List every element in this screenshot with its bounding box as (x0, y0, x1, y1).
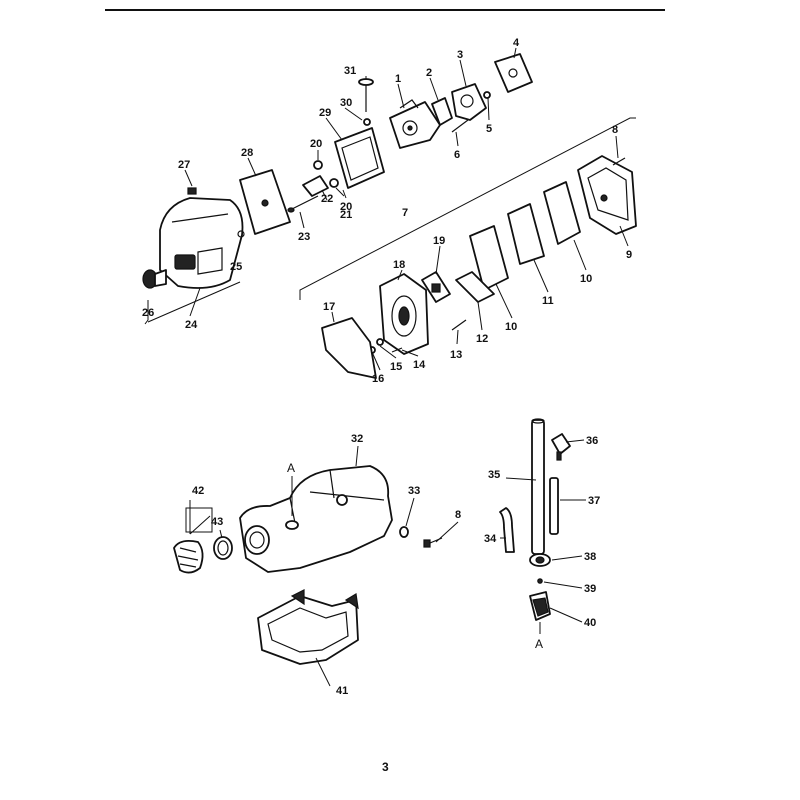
grommet-38 (529, 553, 551, 567)
callout-25: 25 (230, 261, 242, 273)
callout-21: 21 (340, 209, 352, 221)
gasket-10-left (469, 225, 509, 291)
callout-10-left: 10 (505, 321, 517, 333)
callout-27: 27 (178, 159, 190, 171)
nut-5 (483, 91, 491, 99)
callout-23: 23 (298, 231, 310, 243)
callout-1: 1 (395, 73, 401, 85)
callout-8-lower: 8 (455, 509, 461, 521)
callout-36: 36 (586, 435, 598, 447)
cover-knob (142, 269, 167, 289)
gasket-10-right (543, 181, 581, 245)
callout-4: 4 (513, 37, 520, 49)
intake-gasket (494, 53, 533, 93)
muffler-group-bracket (299, 117, 636, 300)
carburetor (389, 99, 441, 149)
callout-37: 37 (588, 495, 600, 507)
washer-33 (399, 526, 409, 538)
ref-a-tank: A (287, 461, 295, 475)
callout-6: 6 (454, 149, 460, 161)
ref-a-filter: A (535, 637, 543, 651)
callout-7: 7 (402, 207, 408, 219)
fuel-cap (173, 539, 204, 574)
callout-19: 19 (433, 235, 445, 247)
callout-35: 35 (488, 469, 500, 481)
callout-20-upper: 20 (310, 138, 322, 150)
bolt-8-top (612, 157, 626, 166)
fuel-pipe (531, 418, 545, 555)
muffler-cover (577, 155, 637, 235)
callout-26: 26 (142, 307, 154, 319)
callout-9: 9 (626, 249, 632, 261)
callout-17: 17 (323, 301, 335, 313)
plate-12 (455, 271, 495, 303)
callout-29: 29 (319, 107, 331, 119)
callout-28: 28 (241, 147, 253, 159)
bolt-13 (451, 319, 467, 331)
air-cleaner-cover (159, 187, 244, 289)
clip-39 (537, 578, 543, 584)
callout-24: 24 (185, 319, 198, 331)
heat-shield (321, 317, 377, 379)
callout-12: 12 (476, 333, 488, 345)
callout-8-top: 8 (612, 124, 618, 136)
tank-mount (257, 589, 359, 665)
spark-arrestor (421, 271, 451, 303)
callout-11: 11 (542, 295, 554, 307)
callout-20-lower: 20 (340, 201, 352, 213)
air-cleaner-base (334, 127, 385, 189)
callout-10-right: 10 (580, 273, 592, 285)
cap-gasket (213, 536, 233, 560)
callout-5: 5 (486, 123, 492, 135)
callout-13: 13 (450, 349, 462, 361)
breather-hose (499, 507, 515, 553)
callout-16: 16 (372, 373, 384, 385)
page-number: 3 (382, 760, 389, 774)
callout-40: 40 (584, 617, 596, 629)
callout-2: 2 (426, 67, 432, 79)
callout-18: 18 (393, 259, 405, 271)
callout-33: 33 (408, 485, 420, 497)
lower-leader-lines (185, 439, 586, 687)
callout-15: 15 (390, 361, 402, 373)
callout-42: 42 (192, 485, 204, 497)
choke-knob (358, 78, 374, 126)
callout-38: 38 (584, 551, 596, 563)
fuel-filter (529, 591, 551, 621)
air-filter-element (239, 169, 291, 235)
callout-34: 34 (484, 533, 497, 545)
callout-43: 43 (211, 516, 223, 528)
callout-3: 3 (457, 49, 463, 61)
upper-leader-lines (144, 47, 629, 371)
fuel-tank (239, 465, 393, 573)
bracket-plate (287, 160, 339, 213)
callout-22: 22 (321, 193, 333, 205)
callout-32: 32 (351, 433, 363, 445)
callout-31: 31 (344, 65, 356, 77)
ring-25 (237, 230, 245, 238)
tank-vent (551, 433, 571, 461)
return-hose (549, 477, 559, 535)
callout-39: 39 (584, 583, 596, 595)
callout-30: 30 (340, 97, 352, 109)
callout-41: 41 (336, 685, 348, 697)
gasket-11 (507, 203, 545, 265)
carb-gasket (431, 97, 453, 126)
insulator (451, 83, 487, 133)
muffler-body (379, 273, 429, 355)
callout-14: 14 (413, 359, 426, 371)
